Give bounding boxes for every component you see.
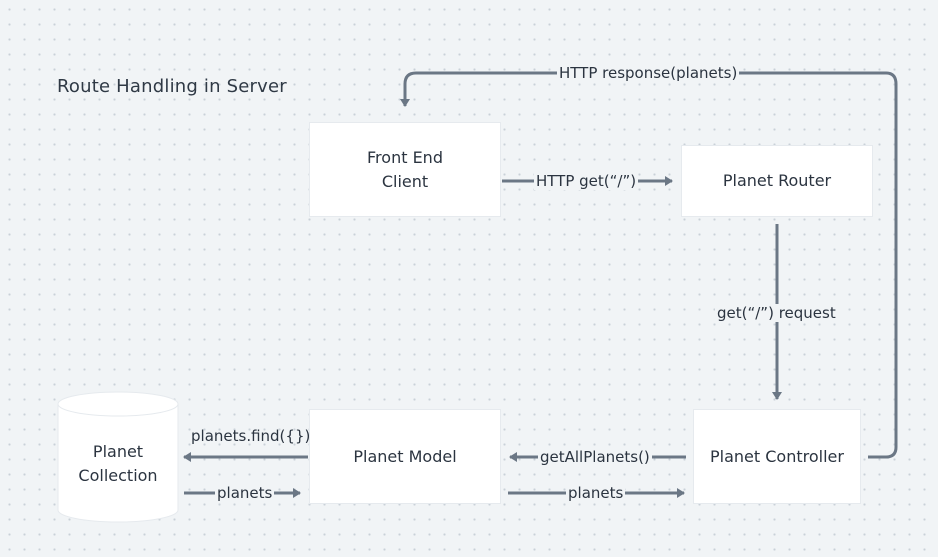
node-planet-model: Planet Model (309, 409, 501, 504)
node-front-end-client: Front End Client (309, 122, 501, 217)
cylinder-shape (57, 391, 179, 523)
edge-label-collection-to-model: planets (215, 484, 275, 502)
node-planet-controller: Planet Controller (693, 409, 861, 504)
edge-label-controller-to-frontend: HTTP response(planets) (557, 64, 740, 82)
node-label: Planet Model (353, 446, 457, 466)
node-planet-router: Planet Router (681, 145, 873, 217)
edge-label-model-to-controller: planets (566, 484, 626, 502)
edge-controller-to-frontend (400, 71, 898, 459)
edge-label-model-to-collection: planets.find({}) (191, 427, 311, 445)
node-label: Front End Client (367, 147, 443, 191)
diagram-title: Route Handling in Server (57, 76, 287, 97)
edge-label-controller-to-model: getAllPlanets() (538, 448, 652, 466)
node-label: Planet Controller (710, 446, 844, 466)
node-planet-collection-label: Planet Collection (78, 442, 158, 485)
node-label: Planet Router (722, 171, 832, 190)
edge-label-frontend-to-router: HTTP get(“/”) (534, 172, 639, 190)
edge-label-router-to-controller: get(“/”) request (715, 304, 838, 322)
